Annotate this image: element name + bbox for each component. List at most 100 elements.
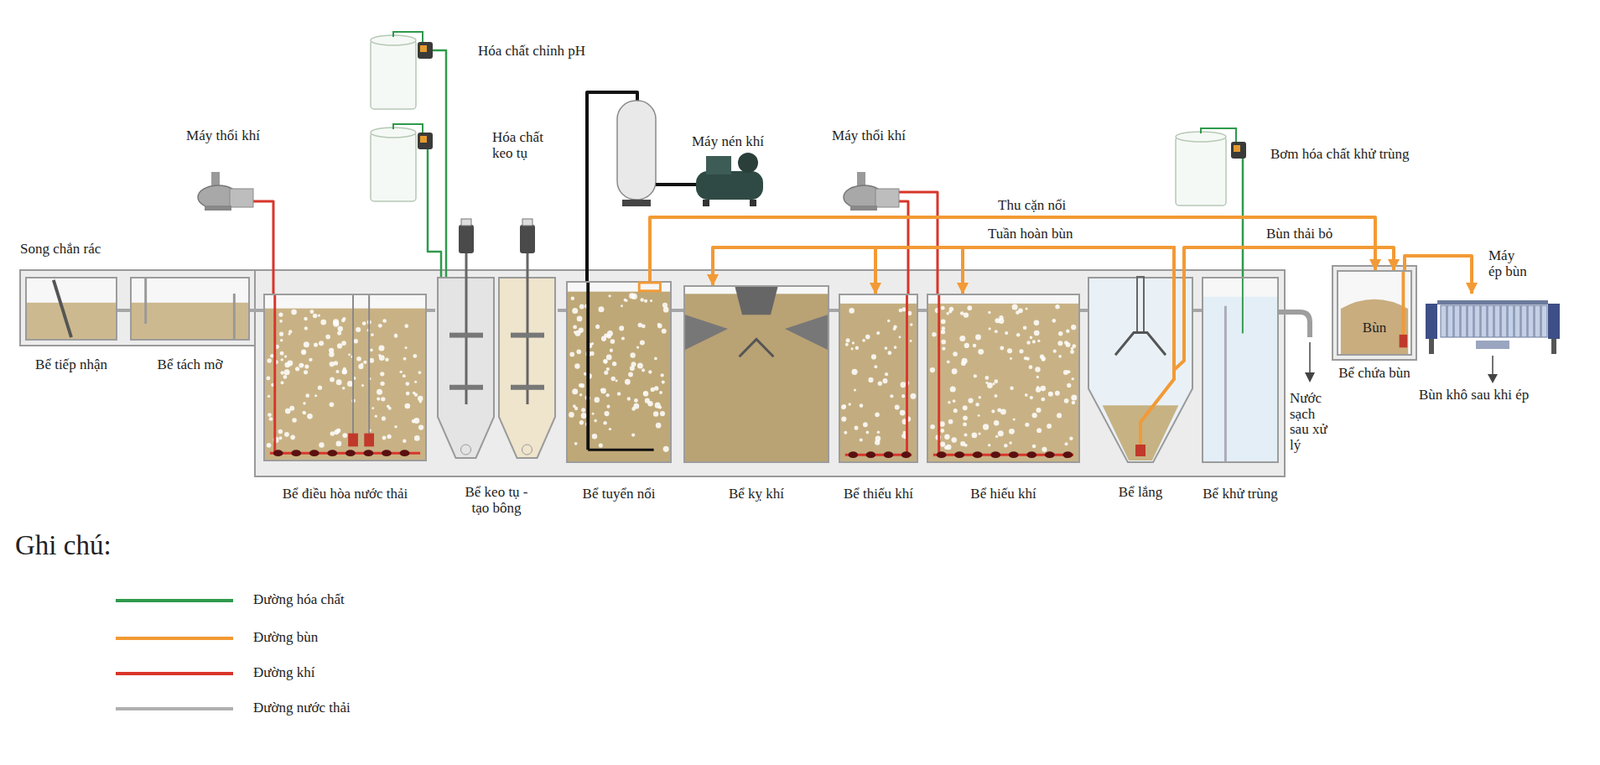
chemical-tank: Hóa chất chỉnh pH (368, 33, 437, 114)
drawing-part (363, 433, 375, 447)
pipe-connector (253, 201, 274, 294)
drawing-part (929, 367, 936, 373)
drawing-part (1066, 369, 1071, 374)
drawing-part (380, 396, 385, 401)
drawing-part (988, 327, 992, 330)
drawing-part (1018, 348, 1024, 354)
drawing-part (1008, 441, 1013, 445)
drawing-part (332, 318, 339, 325)
drawing-part (994, 317, 1000, 323)
air-blower: Máy thổi khí (192, 171, 254, 213)
drawing-part (655, 182, 697, 187)
drawing-part (602, 358, 608, 364)
pipe-connector (426, 308, 436, 312)
drawing-part (1023, 325, 1028, 330)
drawing-part (394, 425, 398, 429)
drawing-part (601, 336, 607, 342)
drawing-part (643, 391, 646, 395)
drawing-part (873, 364, 878, 369)
drawing-part (1033, 320, 1040, 327)
drawing-part (1062, 451, 1073, 458)
drawing-part (603, 410, 609, 416)
drawing-part (369, 348, 374, 352)
drawing-part (290, 449, 302, 457)
drawing-part (510, 384, 545, 390)
drawing-part (659, 390, 663, 395)
drawing-part (598, 442, 603, 447)
drawing-part (371, 406, 375, 410)
drawing-part (952, 399, 956, 403)
drawing-part (633, 403, 639, 410)
pipe-connector (1404, 255, 1472, 294)
drawing-part (1046, 423, 1052, 429)
edge-label: Tuần hoàn bùn (985, 226, 1076, 243)
drawing-part (301, 350, 307, 355)
drawing-part (999, 345, 1004, 350)
drawing-part (283, 374, 288, 380)
drawing-part (432, 49, 437, 52)
drawing-part (964, 443, 968, 447)
drawing-part (591, 342, 594, 345)
pipe-connector (249, 308, 264, 312)
drawing-part (376, 389, 383, 395)
drawing-part (654, 402, 661, 409)
drawing-part (618, 325, 624, 331)
drawing-part (458, 224, 474, 254)
drawing-part (854, 425, 859, 431)
drawing-part (317, 385, 323, 390)
drawing-part (984, 375, 989, 380)
drawing-part (945, 444, 951, 450)
drawing-part (1036, 385, 1039, 389)
drawing-part (627, 396, 631, 400)
drawing-part (1070, 394, 1077, 400)
drawing-part (1069, 436, 1073, 441)
drawing-part (654, 385, 659, 390)
tank-frame (1332, 265, 1417, 360)
drawing-part (928, 303, 1079, 462)
drawing-part (1428, 338, 1434, 354)
drawing-part (284, 354, 287, 358)
drawing-part (1115, 332, 1166, 356)
drawing-part (947, 400, 951, 404)
drawing-part (966, 305, 972, 311)
drawing-part (643, 390, 650, 397)
drawing-part (449, 332, 484, 338)
drawing-part (848, 402, 852, 406)
drawing-part (882, 378, 888, 384)
drawing-part (581, 407, 586, 412)
drawing-part (301, 349, 307, 355)
drawing-part (1401, 271, 1405, 338)
drawing-part (606, 367, 610, 371)
drawing-part (314, 394, 317, 397)
drawing-part (655, 422, 662, 429)
drawing-part (650, 387, 655, 392)
drawing-part (1029, 336, 1034, 340)
drawing-part (309, 449, 320, 457)
drawing-part (266, 442, 272, 448)
drawing-part (985, 381, 988, 385)
drawing-part (279, 436, 283, 440)
drawing-part (1007, 348, 1013, 354)
drawing-part (341, 340, 347, 346)
drawing-part (306, 413, 313, 420)
disinfection-tank: Bể khử trùng (1201, 276, 1279, 463)
drawing-part (284, 368, 291, 375)
drawing-part (290, 309, 297, 316)
drawing-part (840, 303, 917, 462)
node-label: Hóa chất keo tụ (492, 129, 560, 162)
drawing-part (1041, 358, 1045, 362)
drawing-part (337, 428, 341, 432)
drawing-part (336, 441, 343, 447)
drawing-part (303, 369, 308, 375)
drawing-part (615, 379, 619, 383)
drawing-part (993, 420, 999, 426)
anaerobic-tank: Bể kỵ khí (683, 285, 830, 463)
drawing-part (959, 335, 966, 342)
drawing-part (301, 410, 306, 415)
drawing-part (384, 358, 390, 363)
drawing-part (327, 449, 338, 457)
drawing-part (1054, 304, 1060, 309)
drawing-part (1233, 145, 1241, 152)
drawing-part (1425, 303, 1438, 339)
drawing-part (1203, 296, 1278, 462)
